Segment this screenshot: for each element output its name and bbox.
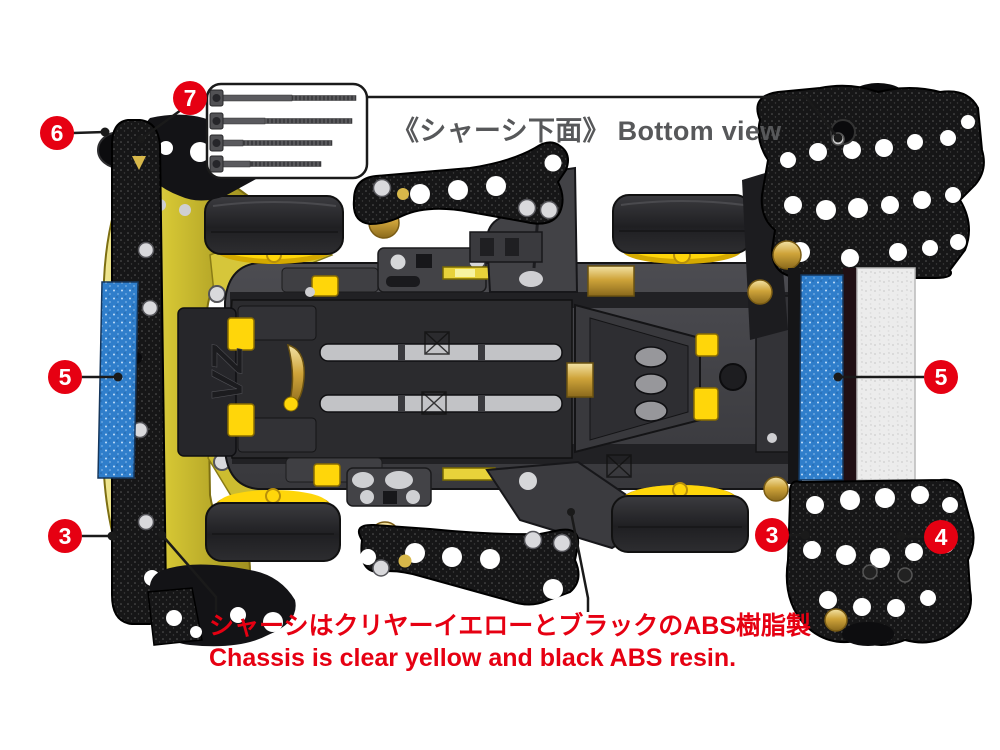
page-title: 《シャーシ下面》 Bottom view <box>392 116 782 146</box>
rear-brake-sponge-white <box>856 267 916 481</box>
callout-badge-5-left: 5 <box>48 360 82 394</box>
callout-badge-3-left: 3 <box>48 519 82 553</box>
leader-lines <box>72 95 925 612</box>
callout-badge-4: 4 <box>924 520 958 554</box>
caption: シャーシはクリヤーイエローとブラックのABS樹脂製 Chassis is cle… <box>209 610 811 674</box>
annotation-layer <box>72 82 925 612</box>
caption-japanese: シャーシはクリヤーイエローとブラックのABS樹脂製 <box>209 612 812 640</box>
wheel-top-right <box>612 194 752 264</box>
callout-badge-6: 6 <box>40 116 74 150</box>
wheels <box>204 194 752 562</box>
wheel-front-left <box>204 195 344 264</box>
wheel-bottom-left <box>205 488 341 562</box>
vz-logo: VZ <box>203 344 252 402</box>
gold-bearing <box>772 240 802 270</box>
leader-dots <box>100 127 906 541</box>
screws-inset-box <box>205 82 369 180</box>
callout-badge-3-right: 3 <box>755 518 789 552</box>
rear-right-carbon-cluster <box>742 83 985 340</box>
callout-badge-7: 7 <box>173 81 207 115</box>
machine-screws <box>209 89 357 173</box>
caption-english: Chassis is clear yellow and black ABS re… <box>209 644 737 672</box>
top-center-carbon-stay <box>352 141 569 263</box>
wheel-bottom-right <box>611 482 749 553</box>
rear-bumper-assembly <box>763 267 975 646</box>
rear-brake-sponge-blue <box>798 274 844 481</box>
bottom-center-carbon-stay <box>358 521 580 606</box>
callout-badge-5-right: 5 <box>924 360 958 394</box>
